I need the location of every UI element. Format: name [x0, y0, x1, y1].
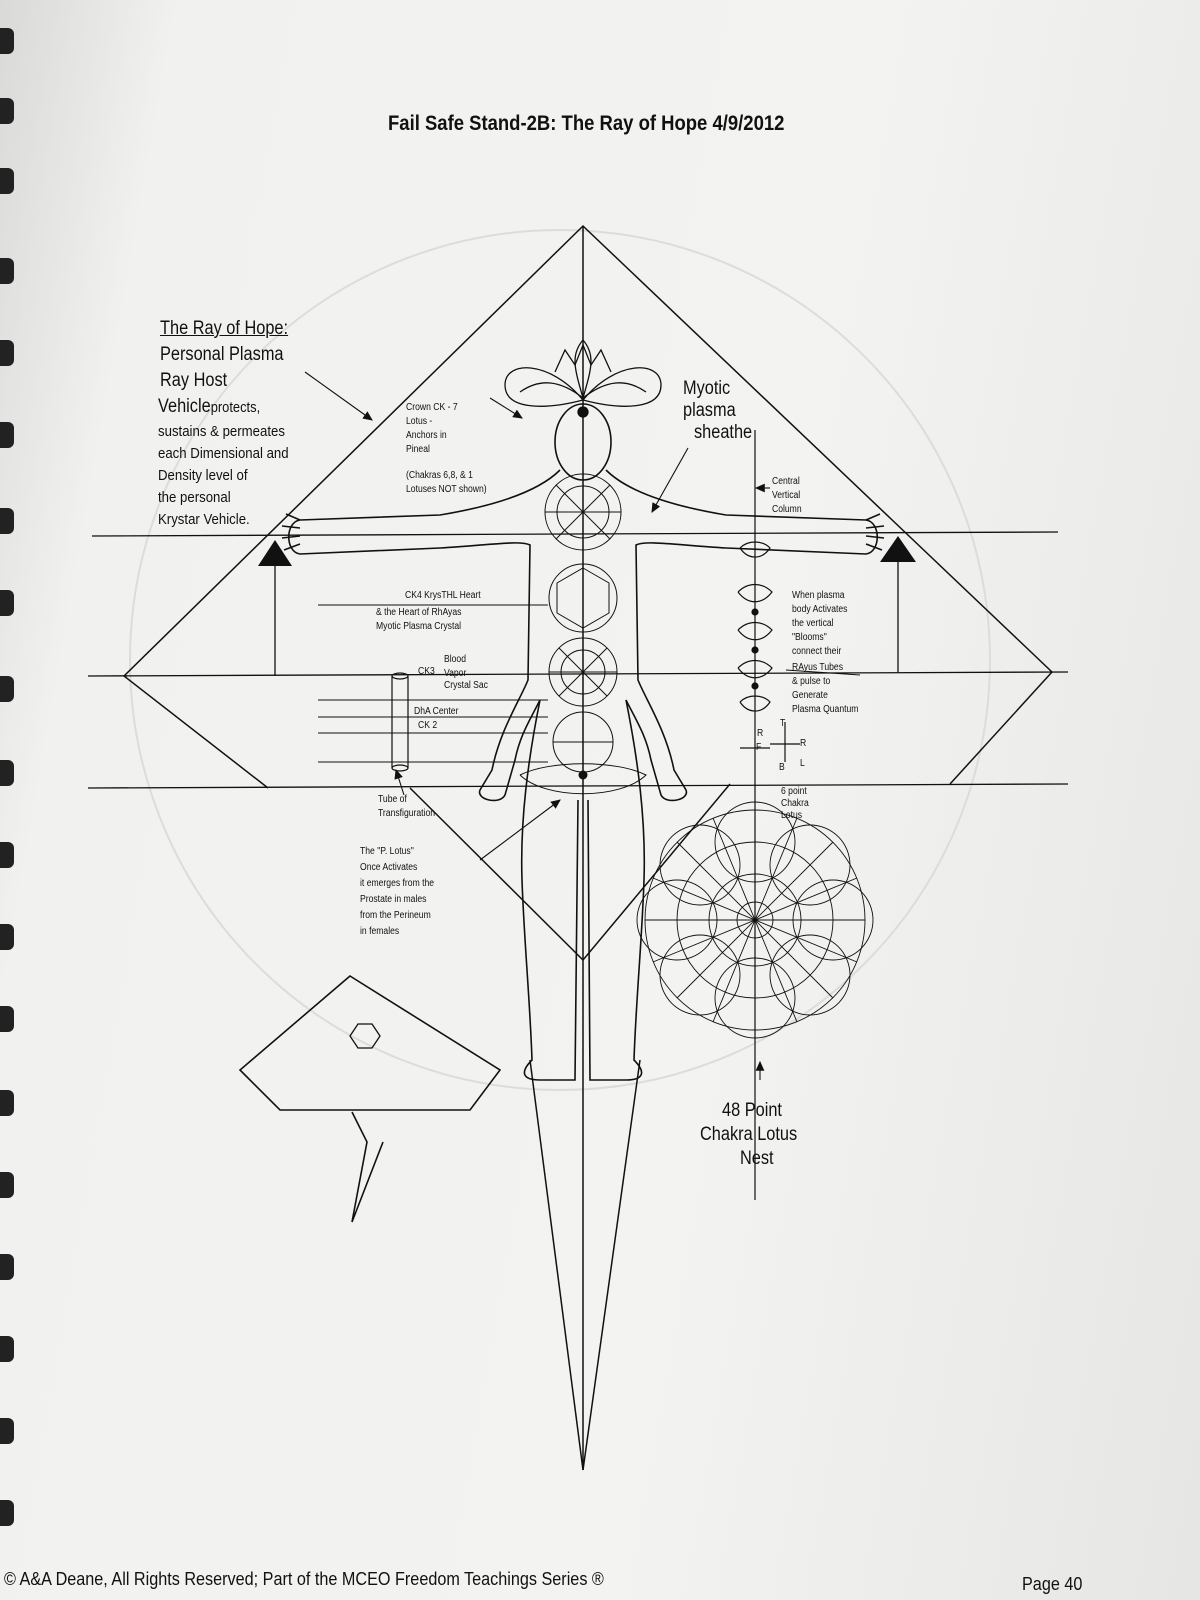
ray-line: Density level of [158, 467, 248, 484]
ck2-label: CK 2 [418, 720, 438, 731]
ray-line: the personal [158, 489, 231, 506]
ray-vehicle-rest: protects, [210, 399, 261, 416]
bleed-through-circle [129, 229, 991, 1091]
ck4-label: CK4 KrysTHL Heart [405, 590, 481, 601]
ray-line: sustains & permeates [158, 423, 285, 440]
bloom-label: Plasma Quantum [792, 704, 859, 715]
direction-label: T [780, 718, 786, 729]
ray-line: each Dimensional and [158, 445, 289, 462]
human-figure [281, 403, 885, 1081]
plotus-label: in females [360, 926, 400, 937]
ray-line: Krystar Vehicle. [158, 511, 250, 528]
ray-vehicle-word: Vehicle [158, 396, 211, 417]
crown-label: Crown CK - 7 [406, 402, 458, 413]
lotus-nest-mandala [636, 801, 874, 1039]
bloom-label: RAyus Tubes [792, 662, 843, 673]
bloom-label: Generate [792, 690, 828, 701]
plasma-ray-diamond [123, 224, 1053, 1471]
column-label: Vertical [772, 490, 801, 501]
ray-heading: The Ray of Hope: [160, 318, 289, 339]
bloom-label: "Blooms" [792, 632, 827, 643]
tube-label: Tube of [378, 794, 407, 805]
dha-label: DhA Center [414, 706, 459, 717]
tube-of-transfiguration [391, 672, 409, 772]
six-point-label: Chakra [781, 798, 809, 809]
copyright-footer: © A&A Deane, All Rights Reserved; Part o… [4, 1569, 604, 1589]
body-chakra-mandalas [519, 473, 647, 795]
ck3-label: CK3 [418, 666, 435, 677]
blood-label: Blood [444, 654, 466, 665]
sheathe-label: Myotic [683, 378, 731, 399]
plotus-label: from the Perineum [360, 910, 431, 921]
plotus-label: Once Activates [360, 862, 418, 873]
crown-label: Lotus - [406, 416, 433, 427]
blood-label: Vapor [444, 668, 467, 679]
direction-label: R [757, 728, 764, 739]
bloom-label: connect their [792, 646, 842, 657]
ray-line: Ray Host [160, 370, 228, 391]
tube-label: Transfiguration [378, 808, 436, 819]
sheathe-label: plasma [683, 400, 736, 421]
crystal-shape [238, 975, 502, 1223]
ray-line-vehicle: Vehicle protects, [158, 396, 260, 417]
direction-label: R [800, 738, 807, 749]
crown-lotus [504, 339, 662, 418]
ray-line: Personal Plasma [160, 344, 284, 365]
six-point-label: 6 point [781, 786, 807, 797]
bloom-label: When plasma [792, 590, 845, 601]
spiral-binding [0, 0, 22, 1600]
blood-label: Crystal Sac [444, 680, 488, 691]
bloom-label: body Activates [792, 604, 848, 615]
leader-lines [304, 371, 861, 1080]
ck4-label: & the Heart of RhAyas [376, 607, 462, 618]
column-label: Column [772, 504, 802, 515]
direction-label: B [779, 762, 785, 773]
bloom-label: the vertical [792, 618, 834, 629]
sheathe-label: sheathe [694, 422, 753, 443]
plotus-label: it emerges from the [360, 878, 435, 889]
direction-label: L [800, 758, 805, 769]
page-number: Page 40 [1022, 1574, 1083, 1594]
nest-label: Nest [740, 1148, 774, 1169]
plotus-label: Prostate in males [360, 894, 427, 905]
chakras-note: Lotuses NOT shown) [406, 484, 487, 495]
horizontal-lines [87, 531, 1069, 789]
direction-label: F [756, 742, 762, 753]
up-arrow-markers [258, 536, 916, 676]
nest-label: 48 Point [722, 1100, 782, 1121]
six-point-label: Lotus [781, 810, 803, 821]
ck4-label: Myotic Plasma Crystal [376, 621, 462, 632]
column-label: Central [772, 476, 800, 487]
crown-label: Pineal [406, 444, 430, 455]
nest-label: Chakra Lotus [700, 1124, 798, 1145]
plotus-label: The "P. Lotus" [360, 846, 414, 857]
page-title: Fail Safe Stand-2B: The Ray of Hope 4/9/… [388, 112, 785, 135]
crown-label: Anchors in [406, 430, 447, 441]
chakras-note: (Chakras 6,8, & 1 [406, 470, 473, 481]
bloom-label: & pulse to [792, 676, 831, 687]
